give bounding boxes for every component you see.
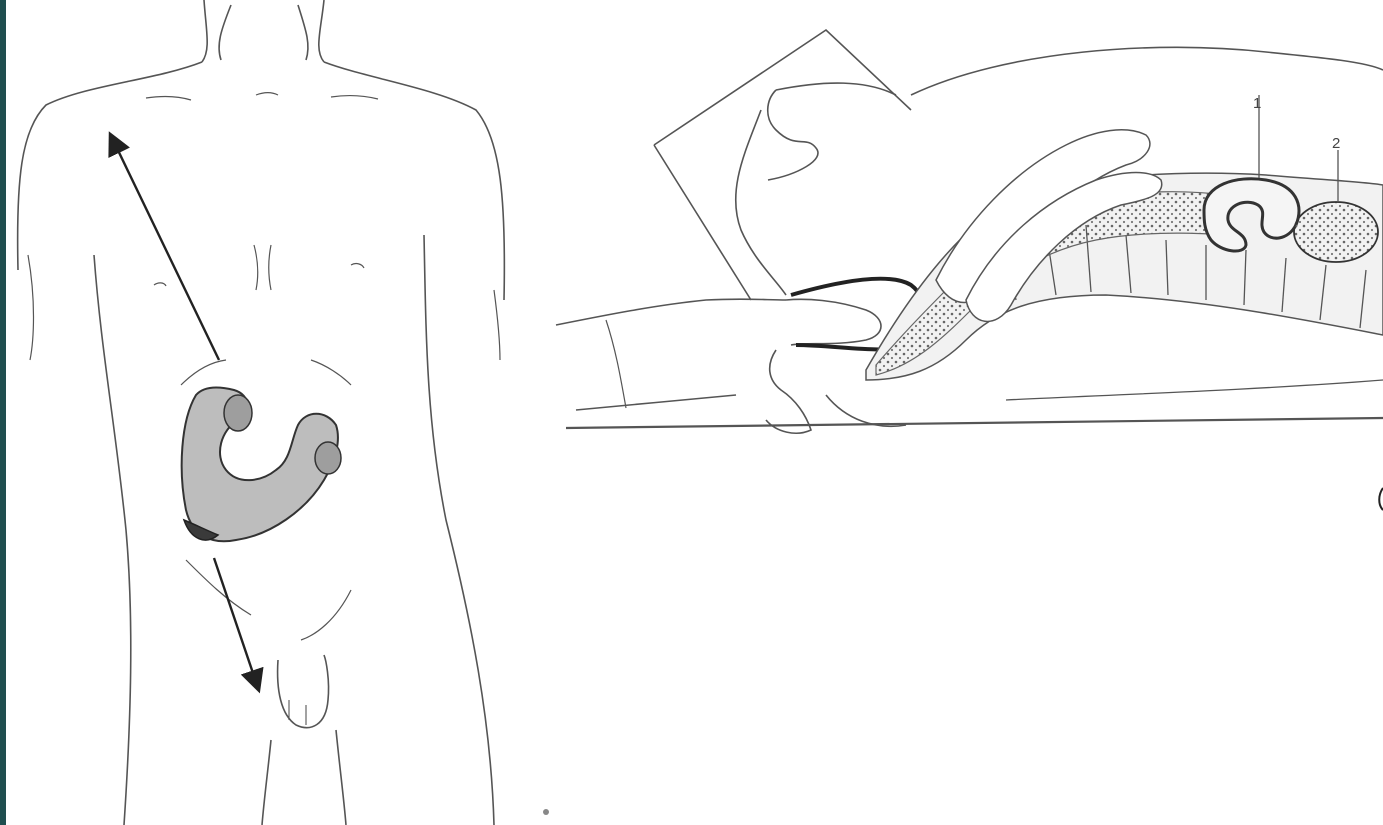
examiner-arm-bottom [576,395,736,410]
arrow-up-left [114,142,219,360]
edge-mark [1379,488,1383,510]
examiner-hand [786,299,881,345]
knee-outline [736,110,786,295]
medical-illustration: 1 2 [6,0,1383,825]
genital-outline [278,655,329,728]
organ-body [182,387,338,541]
organ-diagram [182,387,341,541]
illustration-canvas: 1 2 [6,0,1383,825]
neck-left-line [202,0,207,62]
organ-opening-top [224,395,252,431]
torso-left-side [94,255,131,825]
torso-right-side [424,235,494,825]
body-front-figure [18,0,505,825]
body-top-outline [911,47,1383,95]
left-shoulder-arm [18,62,202,270]
label-2: 2 [1332,135,1340,152]
label-1: 1 [1253,95,1261,112]
neck-right-line [319,0,324,62]
organ-opening-right [315,442,341,474]
table-line [566,418,1383,428]
arrow-down [214,558,256,682]
examiner-arm-top [556,299,786,325]
page-mark [543,809,549,815]
